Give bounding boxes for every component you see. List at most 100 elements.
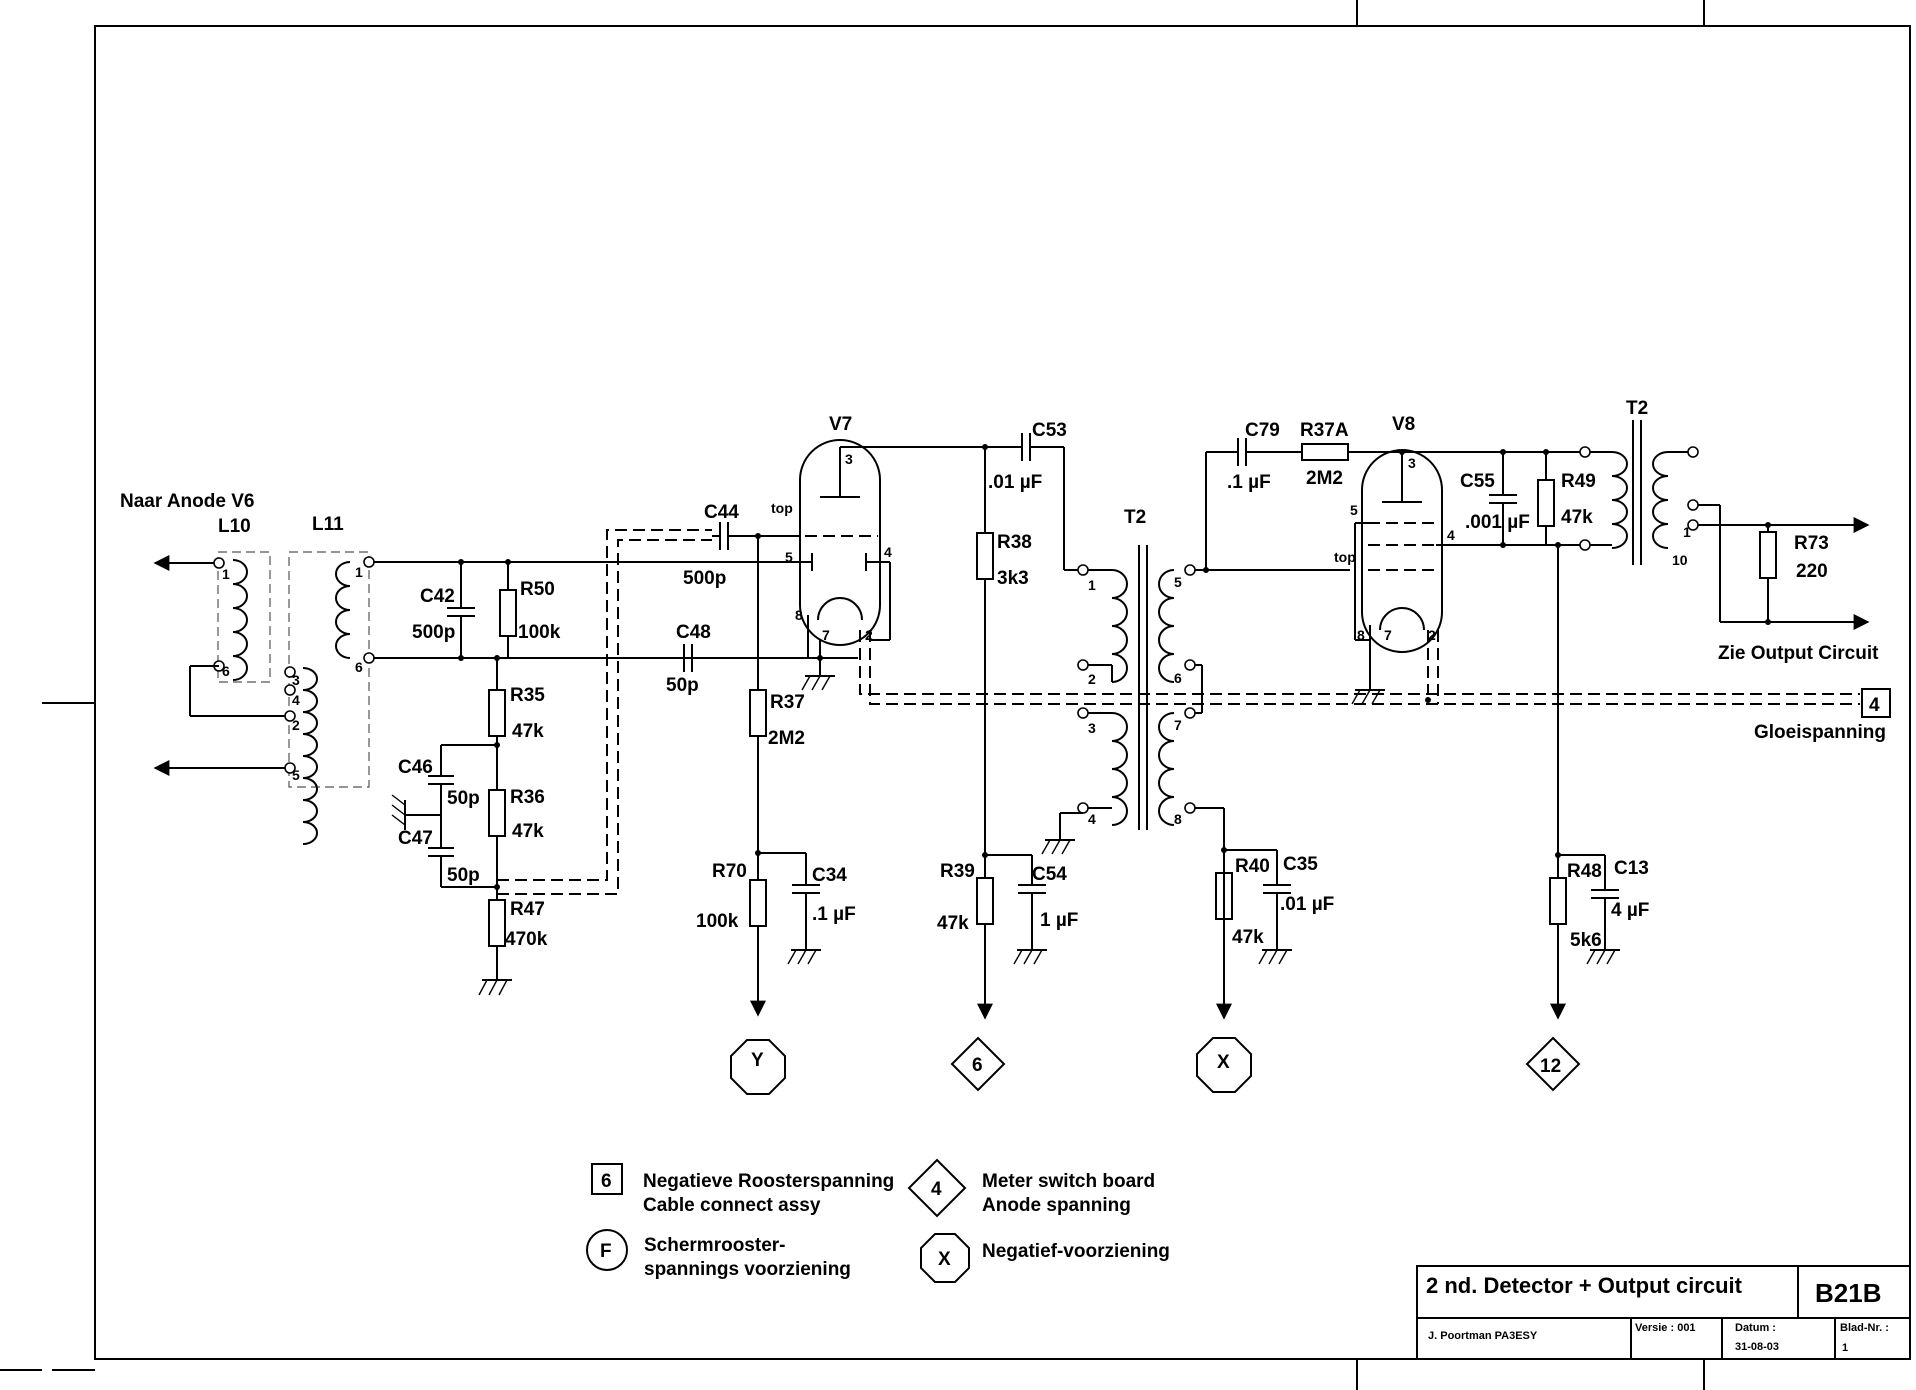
label-r38: R38 bbox=[997, 532, 1032, 553]
value-r36: 47k bbox=[512, 821, 544, 842]
detector-network bbox=[374, 559, 858, 996]
value-r47: 470k bbox=[505, 929, 548, 950]
pin-label: 1 bbox=[1683, 524, 1691, 540]
pin-label: 3 bbox=[1088, 720, 1096, 736]
label-r47: R47 bbox=[510, 899, 545, 920]
legend-box-text: Negatieve Roosterspanning bbox=[643, 1171, 894, 1192]
title-block-date: 31-08-03 bbox=[1735, 1341, 1779, 1353]
shielded-cable-left bbox=[497, 529, 712, 895]
pin-label: 5 bbox=[785, 549, 793, 565]
connector-6 bbox=[950, 1036, 1006, 1092]
label-r37: R37 bbox=[770, 692, 805, 713]
label-r70: R70 bbox=[712, 861, 747, 882]
connector-6-label: 6 bbox=[972, 1055, 983, 1076]
output-network bbox=[1489, 449, 1620, 1020]
legend-oct-text: Negatief-voorziening bbox=[982, 1241, 1170, 1262]
legend-oct-symbol: X bbox=[938, 1249, 951, 1270]
pin-label: 8 bbox=[1357, 627, 1365, 643]
pin-label: 6 bbox=[355, 659, 363, 675]
label-c44: C44 bbox=[704, 502, 739, 523]
pin-label: 5 bbox=[1174, 574, 1182, 590]
pin-label: 4 bbox=[884, 544, 892, 560]
connector-x bbox=[1196, 1037, 1252, 1093]
connector-12-label: 12 bbox=[1540, 1056, 1561, 1077]
pin-label: 2 bbox=[1428, 627, 1436, 643]
label-c53: C53 bbox=[1032, 420, 1067, 441]
value-c48: 50p bbox=[666, 675, 699, 696]
label-r73: R73 bbox=[1794, 533, 1829, 554]
legend-circle-text2: spannings voorziening bbox=[644, 1259, 851, 1280]
label-c42: C42 bbox=[420, 586, 455, 607]
pin-label: 3 bbox=[292, 672, 300, 688]
value-c13: 4 µF bbox=[1611, 900, 1649, 921]
pin-label: 8 bbox=[795, 607, 803, 623]
pin-label: 7 bbox=[822, 627, 830, 643]
connector-4-label: 4 bbox=[1869, 695, 1880, 716]
label-t2-interstage: T2 bbox=[1124, 507, 1146, 528]
connector-12 bbox=[1525, 1036, 1581, 1092]
value-r39: 47k bbox=[937, 913, 969, 934]
label-r35: R35 bbox=[510, 685, 545, 706]
label-l11: L11 bbox=[312, 514, 344, 535]
legend-diamond-text: Meter switch board bbox=[982, 1171, 1155, 1192]
label-r48: R48 bbox=[1567, 861, 1602, 882]
value-c34: .1 µF bbox=[812, 904, 856, 925]
r37-r70-network bbox=[749, 536, 821, 1017]
title-block-version: Versie : 001 bbox=[1635, 1322, 1696, 1334]
pin-label: 1 bbox=[1088, 577, 1096, 593]
legend-diamond-symbol: 4 bbox=[931, 1179, 942, 1200]
pin-label: 1 bbox=[222, 566, 230, 582]
label-r40: R40 bbox=[1235, 856, 1270, 877]
pin-label: 2 bbox=[292, 717, 300, 733]
value-r38: 3k3 bbox=[997, 568, 1029, 589]
value-r73: 220 bbox=[1796, 561, 1828, 582]
coil-l11 bbox=[153, 551, 375, 845]
transformer-t2-output bbox=[1579, 420, 1870, 630]
title-block-sheet-code: B21B bbox=[1815, 1278, 1881, 1308]
label-c79: C79 bbox=[1245, 420, 1280, 441]
legend-box-text2: Cable connect assy bbox=[643, 1195, 821, 1216]
pin-label: 5 bbox=[292, 767, 300, 783]
pin-label: 4 bbox=[1447, 527, 1455, 543]
pin-label: 1 bbox=[355, 564, 363, 580]
pin-label: 2 bbox=[1088, 671, 1096, 687]
pin-label: 4 bbox=[1088, 811, 1096, 827]
label-top-v8: top bbox=[1334, 549, 1356, 565]
title-block-author: J. Poortman PA3ESY bbox=[1428, 1330, 1538, 1342]
c79-r37a-path bbox=[1195, 438, 1580, 573]
title-block-date-label: Datum : bbox=[1735, 1322, 1776, 1334]
value-c42: 500p bbox=[412, 622, 455, 643]
label-naar-anode: Naar Anode V6 bbox=[120, 491, 254, 512]
value-r40: 47k bbox=[1232, 927, 1264, 948]
tube-v7 bbox=[755, 439, 985, 691]
label-l10: L10 bbox=[218, 516, 251, 537]
pin-label: 5 bbox=[1350, 502, 1358, 518]
label-r36: R36 bbox=[510, 787, 545, 808]
title-block-sheet-label: Blad-Nr. : bbox=[1840, 1322, 1889, 1334]
label-gloeispanning: Gloeispanning bbox=[1754, 722, 1886, 743]
pin-label: 8 bbox=[1174, 811, 1182, 827]
value-c46: 50p bbox=[447, 788, 480, 809]
label-r39: R39 bbox=[940, 861, 975, 882]
label-c46: C46 bbox=[398, 757, 433, 778]
coupling-caps bbox=[683, 522, 800, 672]
connector-y-label: Y bbox=[751, 1050, 764, 1071]
value-r49: 47k bbox=[1561, 507, 1593, 528]
connector-y bbox=[730, 1039, 786, 1095]
c53-r38-network bbox=[976, 433, 1078, 1020]
pin-label: 7 bbox=[1174, 717, 1182, 733]
transformer-t2-interstage bbox=[1041, 545, 1232, 1020]
label-zie-output: Zie Output Circuit bbox=[1718, 643, 1879, 664]
pin-label: 4 bbox=[292, 692, 300, 708]
value-c53: .01 µF bbox=[988, 472, 1042, 493]
pin-label: 6 bbox=[222, 663, 230, 679]
coil-l10 bbox=[153, 551, 288, 717]
label-c34: C34 bbox=[812, 865, 847, 886]
label-r37a: R37A bbox=[1300, 420, 1349, 441]
title-block-sheet-no: 1 bbox=[1842, 1342, 1848, 1354]
title-block bbox=[1416, 1265, 1911, 1360]
legend bbox=[586, 1158, 970, 1283]
legend-circle-symbol: F bbox=[600, 1241, 612, 1262]
label-c48: C48 bbox=[676, 622, 711, 643]
